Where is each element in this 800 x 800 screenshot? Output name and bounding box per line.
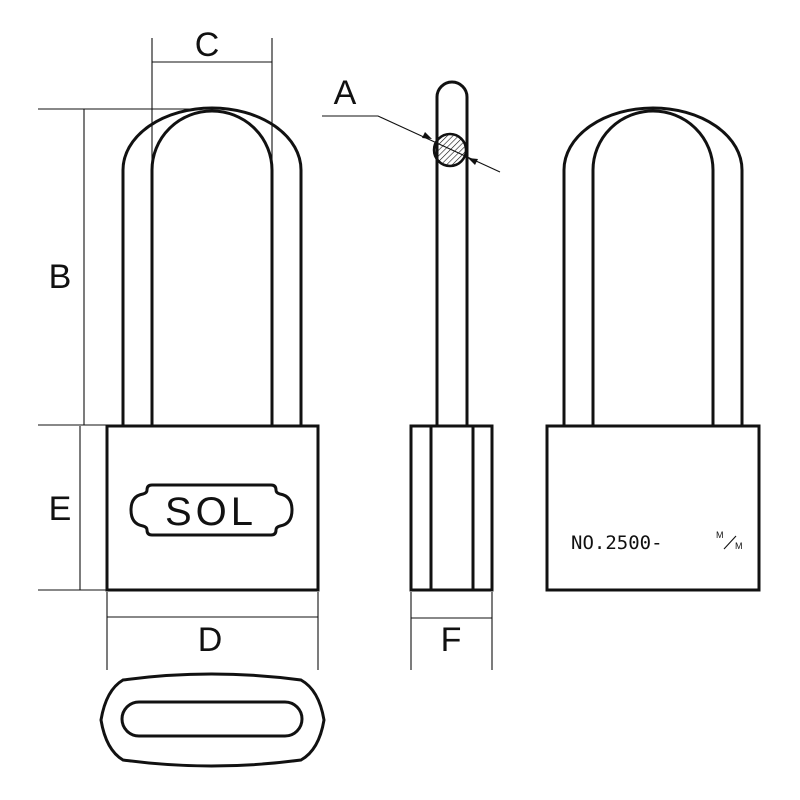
bottom-keyhole-slot [120,700,304,738]
side-shackle [435,80,469,425]
front-view: SOL [105,106,320,592]
bottom-view [99,672,326,768]
arrowhead-a-2 [468,158,478,165]
front-lock-body [105,424,320,592]
back-view: NO.2500- M M [545,106,761,592]
unit-top: M [716,530,724,540]
back-shackle-inner [591,109,715,425]
brand-plate [129,483,294,537]
dimension-b: B [38,108,212,426]
dimension-label-b: B [49,258,72,296]
unit-bottom: M [735,541,743,551]
model-number-text: NO.2500- [571,532,663,554]
dimension-label-f: F [441,621,462,659]
dimension-label-d: D [198,621,223,659]
brand-text: SOL [165,490,257,534]
dimension-label-a: A [334,74,357,112]
side-view [409,80,494,592]
arrowhead-a-1 [422,132,432,139]
bottom-body-outline [99,672,326,768]
dimension-d: D [106,592,319,670]
dimension-c: C [151,26,273,170]
dimension-f: F [410,592,493,670]
front-shackle-outer [121,106,303,425]
front-shackle-inner [150,109,274,425]
dimension-e: E [38,426,110,591]
back-shackle-outer [562,106,744,425]
shackle-cross-section [432,132,468,168]
dimension-label-e: E [49,490,72,528]
side-lock-body [409,424,494,592]
mm-unit-mark: M M [716,530,743,551]
back-lock-body [545,424,761,592]
dimension-a: A [322,74,501,173]
dimension-label-c: C [195,26,220,64]
